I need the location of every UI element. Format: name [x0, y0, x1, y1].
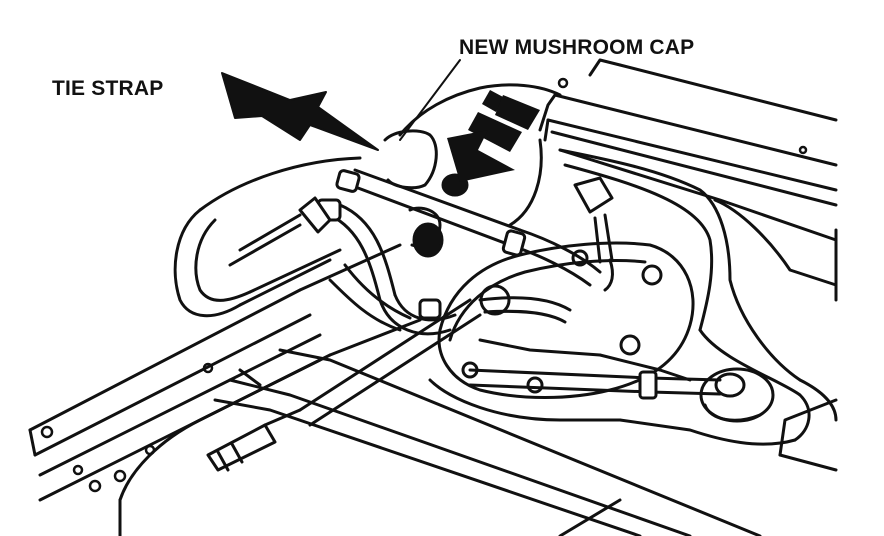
new-mushroom-cap-label: NEW MUSHROOM CAP: [459, 36, 695, 59]
tie-strap-label: TIE STRAP: [52, 77, 164, 100]
fuel-hoses: [298, 168, 722, 427]
frame-loop: [173, 208, 342, 318]
lower-frame: [28, 243, 838, 536]
electrical-connector: [206, 408, 302, 472]
mushroom-cap: [383, 83, 562, 258]
chassis-rails: [538, 58, 838, 302]
frame-holes: [40, 77, 808, 493]
hose-clamps: [298, 169, 658, 400]
tie-strap-arrow: [221, 72, 379, 151]
callout-leader-line: [399, 59, 461, 141]
filler-neck: [699, 367, 775, 423]
mushroom-cap-arrow: [447, 90, 540, 182]
